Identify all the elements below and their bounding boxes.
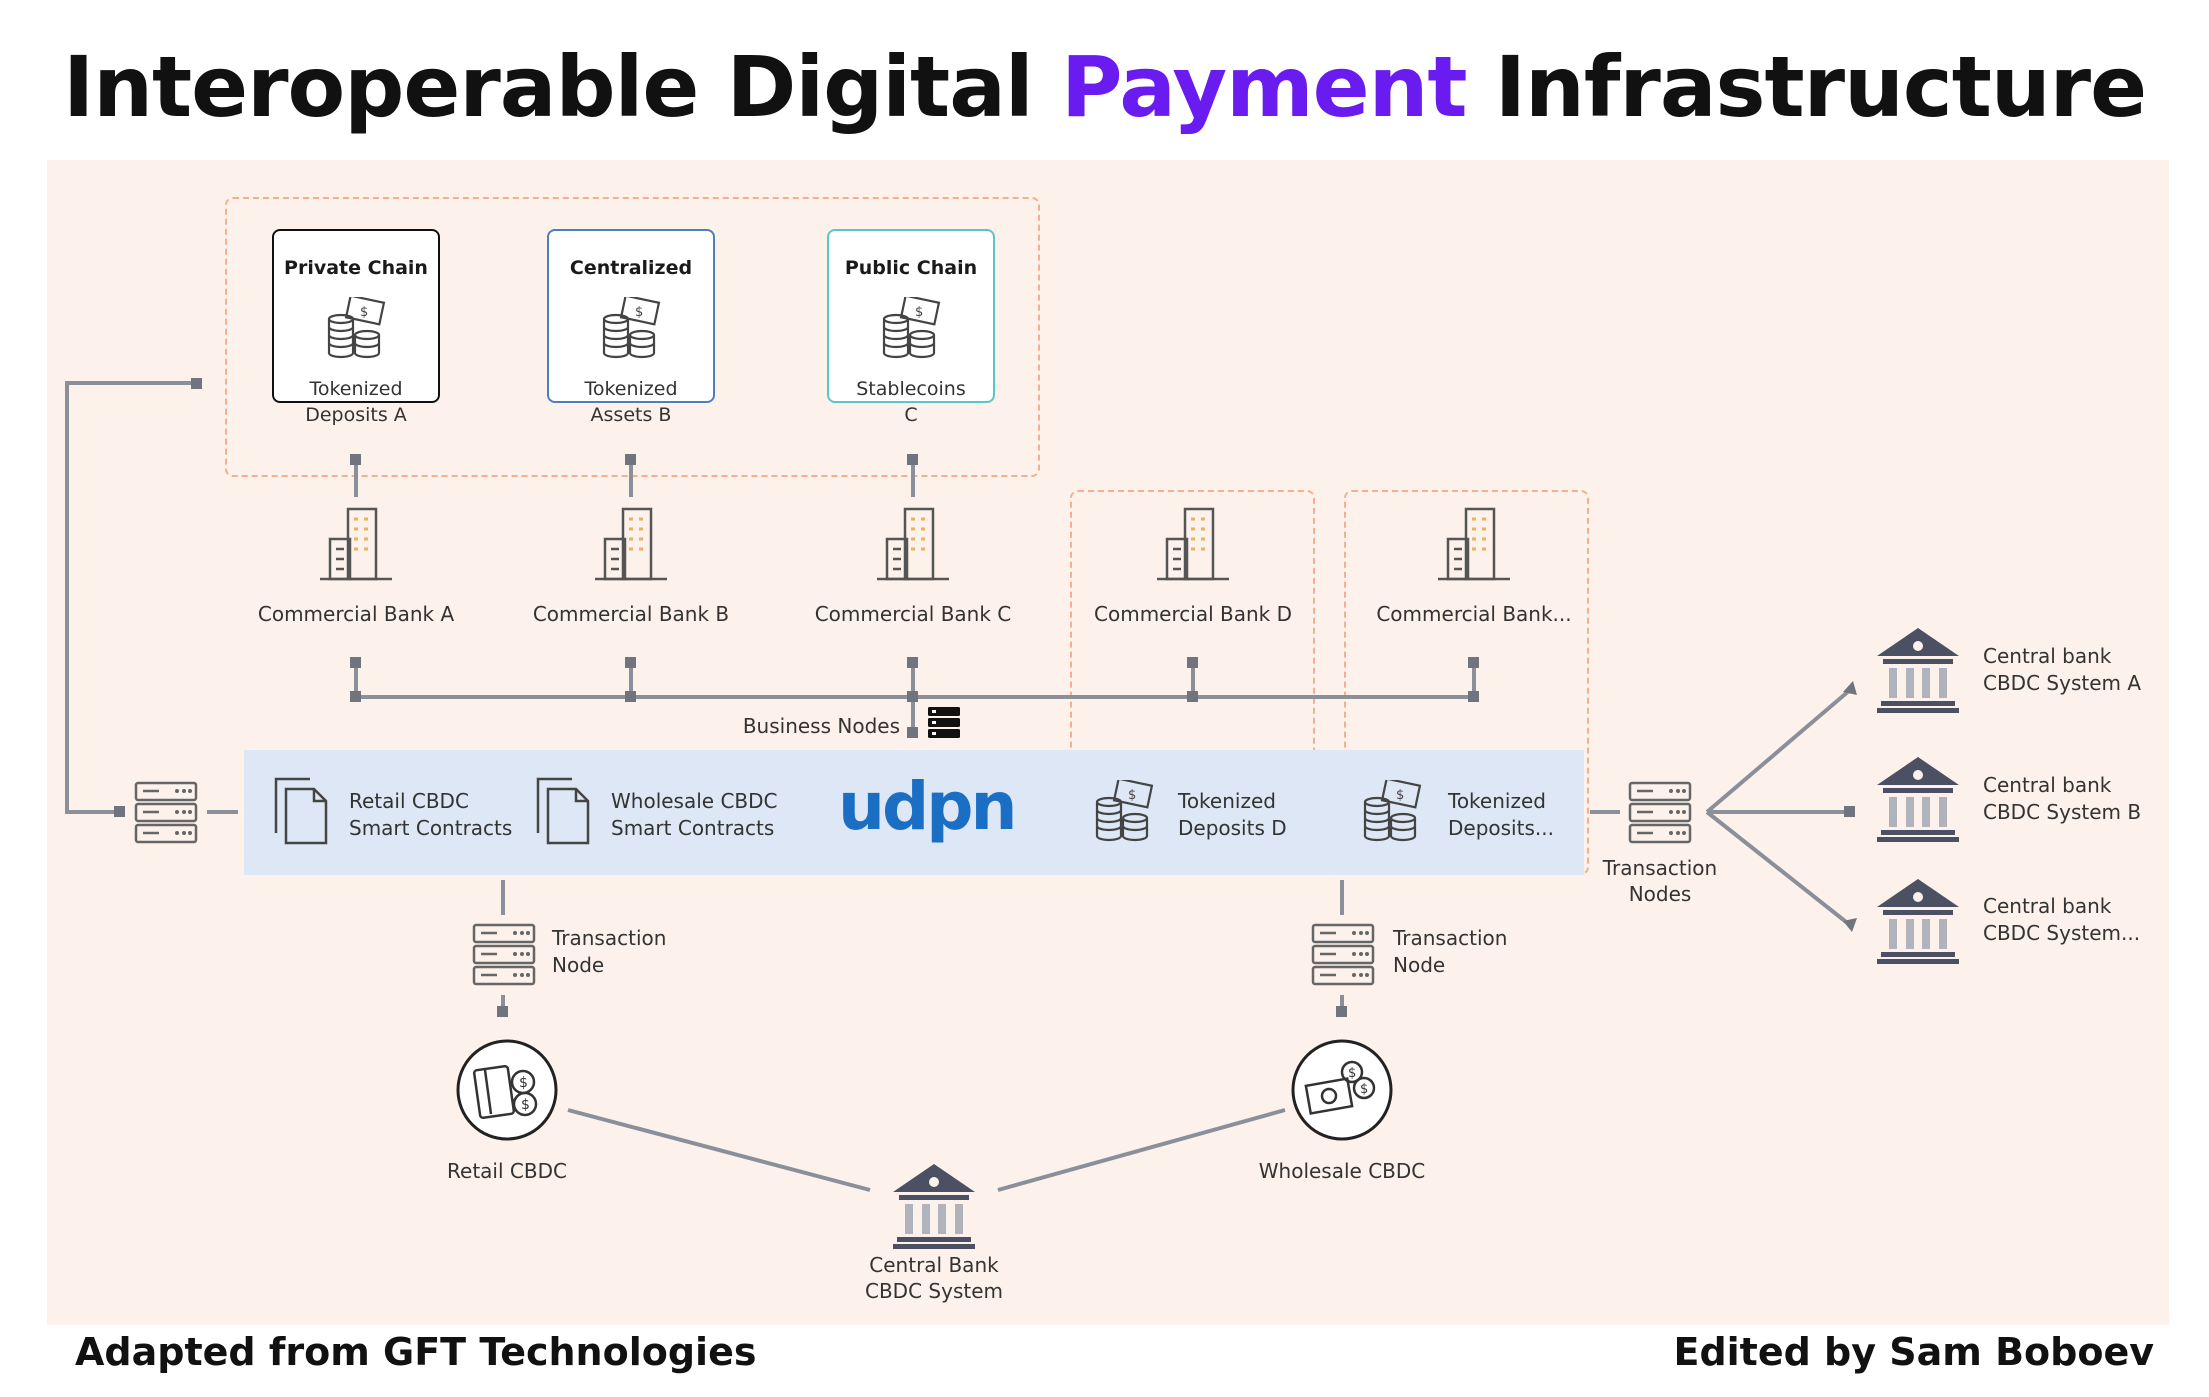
svg-text:$: $ bbox=[915, 305, 923, 320]
document-icon bbox=[274, 777, 328, 845]
svg-text:$: $ bbox=[635, 305, 643, 320]
building-icon bbox=[1157, 507, 1229, 581]
building-icon bbox=[877, 507, 949, 581]
bank-label-e: Commercial Bank... bbox=[1376, 602, 1572, 626]
server-icon bbox=[472, 923, 536, 986]
institution-icon bbox=[1877, 757, 1959, 842]
title-accent: Payment bbox=[1060, 38, 1468, 136]
institution-icon bbox=[1877, 879, 1959, 964]
server-icon bbox=[134, 781, 198, 844]
title-part2: Infrastructure bbox=[1466, 38, 2147, 136]
card-title: Centralized bbox=[569, 257, 693, 279]
document-icon bbox=[536, 777, 590, 845]
footer-editor: Edited by Sam Boboev bbox=[1673, 1330, 2154, 1374]
card-title: Private Chain bbox=[284, 257, 428, 279]
title-part1: Interoperable Digital bbox=[62, 38, 1061, 136]
card-icon: $ $ bbox=[456, 1039, 558, 1141]
institution-icon bbox=[893, 1164, 975, 1249]
svg-text:$: $ bbox=[1128, 788, 1136, 803]
business-nodes-label: Business Nodes bbox=[742, 714, 900, 738]
institution-icon bbox=[1877, 628, 1959, 713]
wholesale-cbdc-label: Wholesale CBDC bbox=[1258, 1159, 1426, 1183]
svg-text:$: $ bbox=[1360, 1082, 1368, 1097]
coins-icon: $ bbox=[1095, 780, 1154, 842]
udpn-band bbox=[244, 750, 1584, 875]
udpn-logo: udpn bbox=[838, 768, 1017, 845]
building-icon bbox=[320, 507, 392, 581]
coins-icon: $ bbox=[1363, 780, 1422, 842]
server-icon bbox=[1311, 923, 1375, 986]
svg-text:$: $ bbox=[1348, 1066, 1356, 1081]
building-icon bbox=[1438, 507, 1510, 581]
svg-text:$: $ bbox=[360, 305, 368, 320]
coins-icon: $ bbox=[602, 297, 661, 359]
cash-icon: $ $ bbox=[1291, 1039, 1393, 1141]
building-icon bbox=[595, 507, 667, 581]
svg-text:$: $ bbox=[1396, 788, 1404, 803]
retail-cbdc-label: Retail CBDC bbox=[447, 1159, 567, 1183]
coins-icon: $ bbox=[882, 297, 941, 359]
server-icon bbox=[928, 707, 960, 738]
svg-text:$: $ bbox=[521, 1097, 530, 1113]
bank-label-a: Commercial Bank A bbox=[257, 602, 455, 626]
bank-label-b: Commercial Bank B bbox=[532, 602, 730, 626]
card-title: Public Chain bbox=[844, 257, 978, 279]
coins-icon: $ bbox=[327, 297, 386, 359]
footer-source: Adapted from GFT Technologies bbox=[75, 1330, 757, 1374]
server-icon bbox=[1628, 781, 1692, 844]
page-title: Interoperable Digital Payment Infrastruc… bbox=[0, 38, 2209, 136]
bank-label-d: Commercial Bank D bbox=[1094, 602, 1292, 626]
bank-label-c: Commercial Bank C bbox=[814, 602, 1012, 626]
svg-text:$: $ bbox=[519, 1075, 528, 1091]
